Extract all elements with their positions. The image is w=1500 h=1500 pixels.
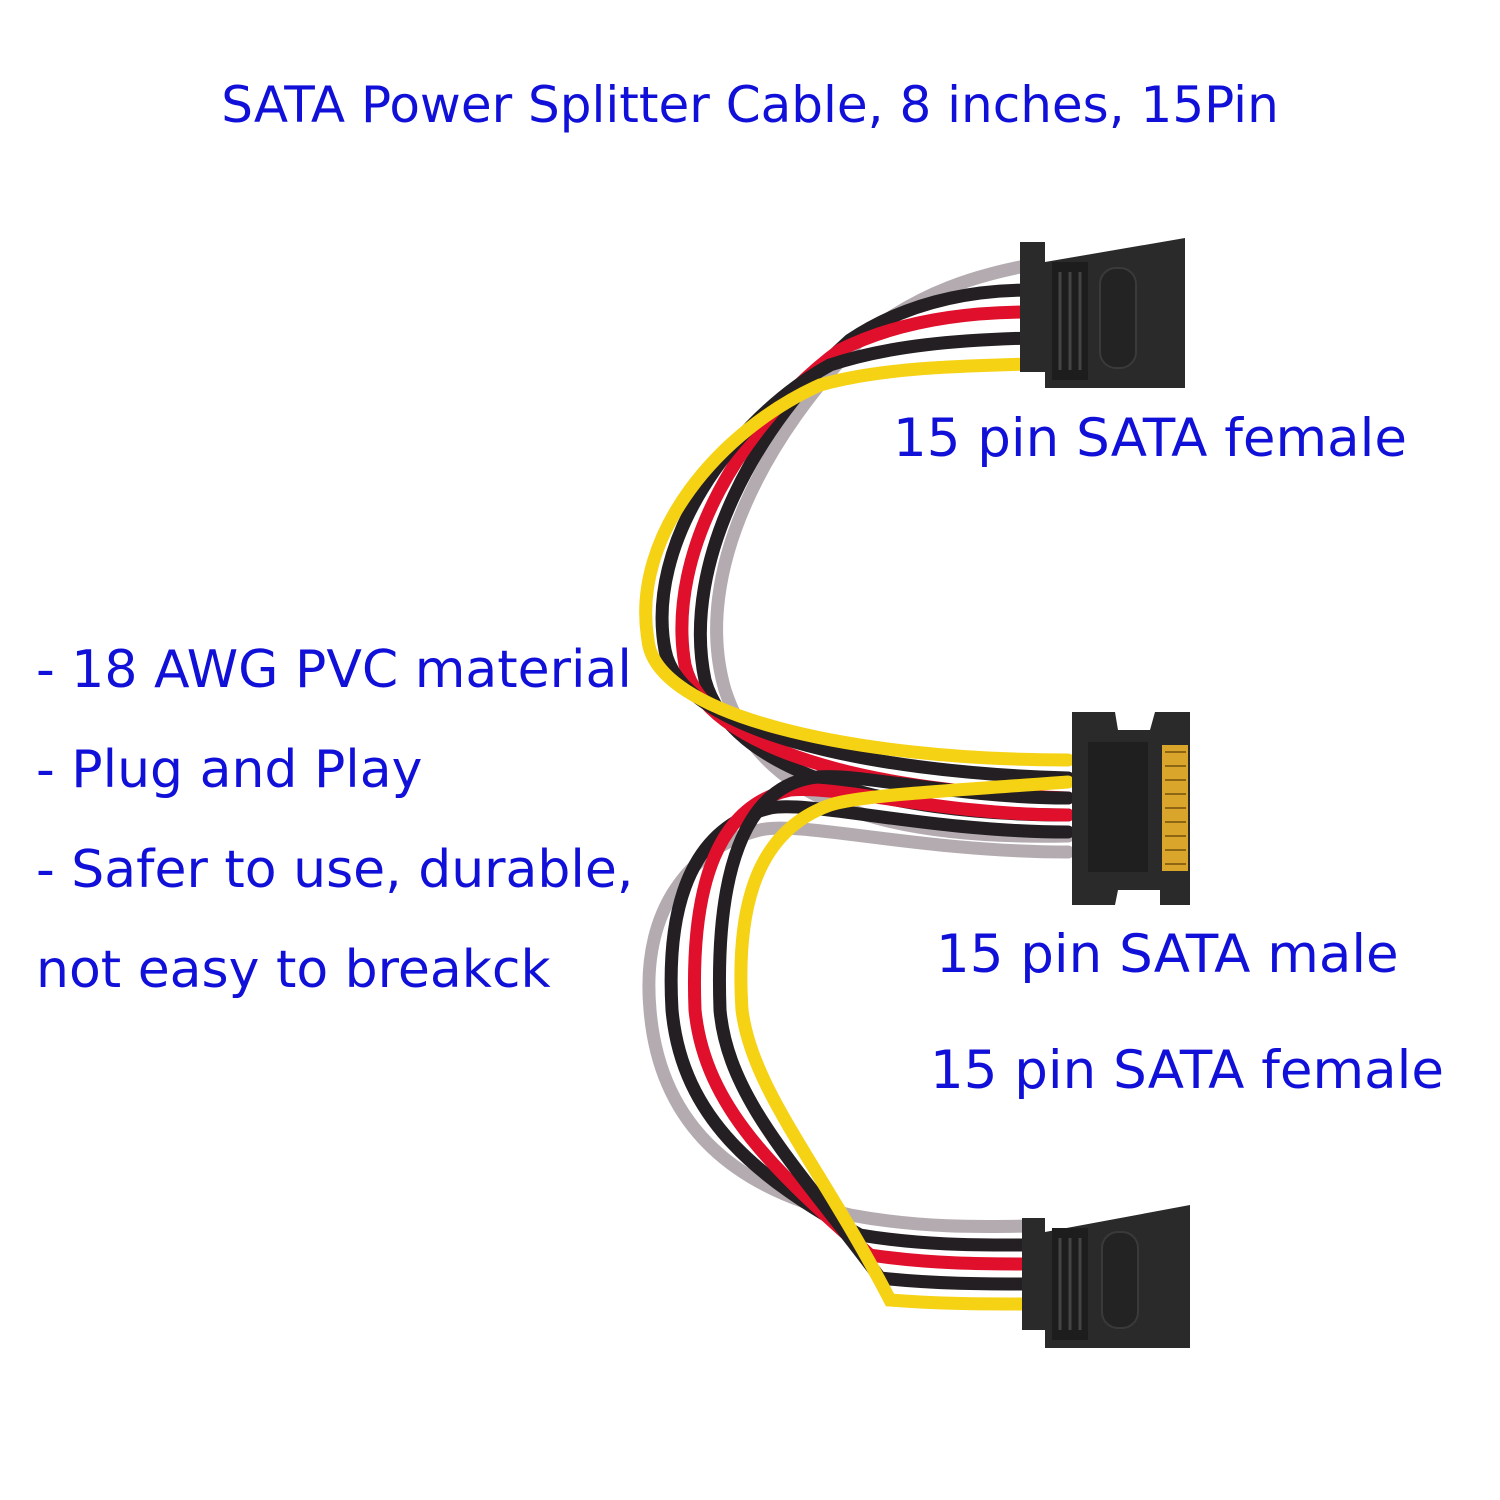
lower-wire-bundle (642, 770, 1075, 1311)
bottom-female-connector (1022, 1205, 1190, 1348)
middle-connector-label: 15 pin SATA male (936, 924, 1399, 985)
feature-item-durable: not easy to breakck (36, 940, 551, 1000)
upper-wire-bundle (639, 258, 1075, 843)
feature-item-awg: - 18 AWG PVC material (36, 640, 632, 700)
page-title: SATA Power Splitter Cable, 8 inches, 15P… (221, 76, 1279, 134)
feature-item-plug-and-play: - Plug and Play (36, 740, 423, 800)
top-connector-label: 15 pin SATA female (893, 408, 1407, 469)
middle-male-connector (1072, 712, 1190, 905)
feature-item-safer: - Safer to use, durable, (36, 840, 634, 900)
top-female-connector (1020, 238, 1185, 388)
bottom-connector-label: 15 pin SATA female (930, 1040, 1444, 1101)
